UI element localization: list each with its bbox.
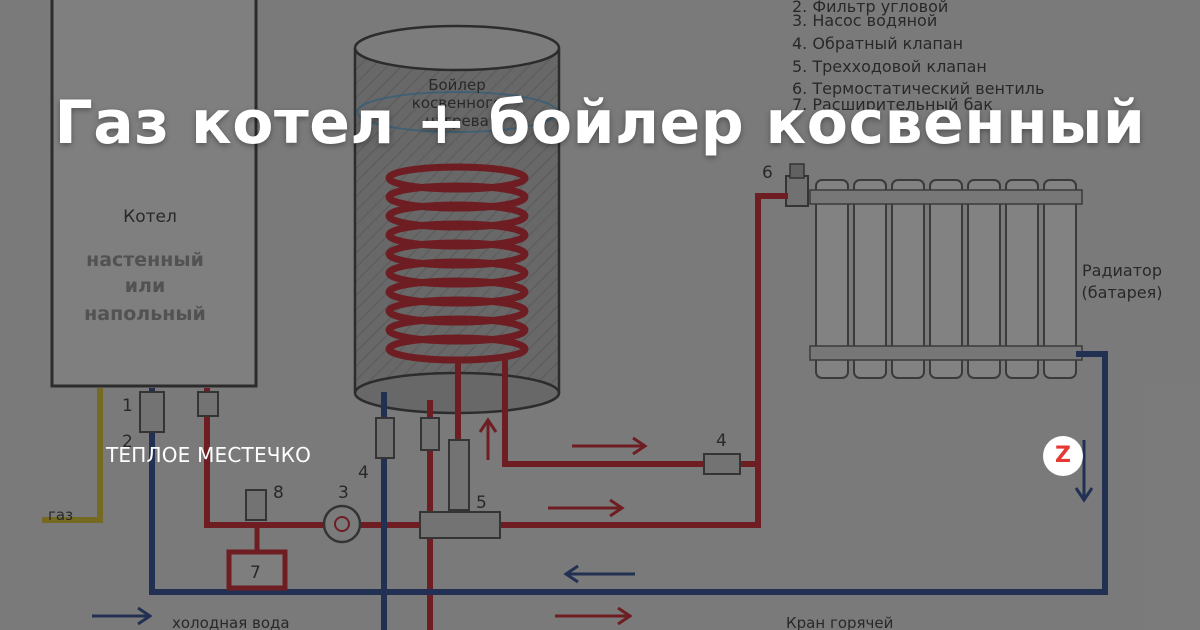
number-label: 3 [338, 483, 349, 503]
legend-item: 3. Насос водяной [792, 11, 937, 30]
pump-icon [322, 504, 362, 544]
boiler-subtitle: напольный [84, 303, 206, 325]
legend-item: 4. Обратный клапан [792, 34, 963, 53]
number-label: 7 [250, 563, 261, 583]
site-name: ТЕПЛОЕ МЕСТЕЧКО [106, 443, 312, 467]
legend-item: 5. Трехходовой клапан [792, 57, 987, 76]
zen-logo-icon[interactable]: Z [1043, 436, 1083, 476]
cold-water-label: холодная вода [172, 614, 290, 630]
boiler-title: Котел [123, 207, 177, 227]
storage-tank: Бойлер косвенного нагрева [353, 24, 561, 415]
gas-label: газ [48, 506, 73, 524]
number-label: 4 [358, 463, 369, 483]
number-label: 6 [762, 163, 773, 183]
number-label: 1 [122, 396, 133, 416]
boiler-subtitle: или [125, 275, 166, 297]
number-label: 5 [476, 493, 487, 513]
page-title: Газ котел + бойлер косвенный [54, 88, 1146, 158]
tank-top [353, 24, 561, 72]
hot-tap-label: Кран горячей [786, 614, 893, 630]
thermostatic-valve [785, 175, 809, 207]
logo-letter: Z [1055, 443, 1071, 468]
radiator-label: (батарея) [1082, 283, 1163, 302]
number-label: 8 [273, 483, 284, 503]
boiler-subtitle: настенный [86, 249, 204, 271]
boiler-body [50, 0, 258, 388]
number-label: 4 [716, 431, 727, 451]
boiler-unit: Котел настенный или напольный [50, 0, 258, 388]
radiator-label: Радиатор [1082, 261, 1162, 280]
